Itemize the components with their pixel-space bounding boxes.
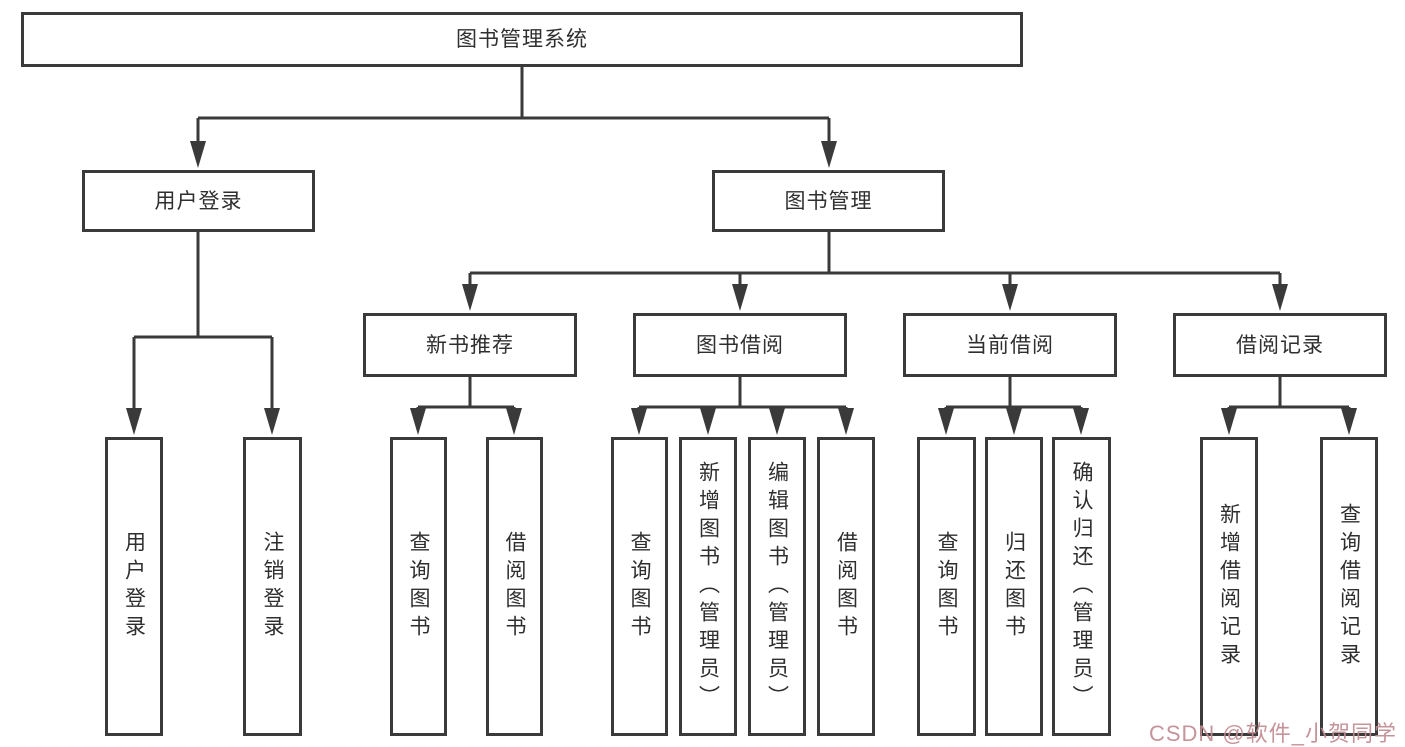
node-book-borrowing: 图书借阅: [633, 313, 847, 377]
leaf-query-books-current: 查询图书: [917, 437, 976, 736]
node-current-borrowing: 当前借阅: [903, 313, 1117, 377]
leaf-borrow-books: 借阅图书: [817, 437, 875, 736]
leaf-logout: 注销登录: [243, 437, 302, 736]
leaf-query-borrow-record: 查询借阅记录: [1320, 437, 1378, 736]
node-user-login: 用户登录: [82, 170, 315, 232]
leaf-query-books-borrowing: 查询图书: [611, 437, 668, 736]
node-root-system: 图书管理系统: [21, 12, 1023, 67]
leaf-return-books: 归还图书: [985, 437, 1043, 736]
node-book-management: 图书管理: [712, 170, 945, 232]
leaf-edit-books-admin: 编辑图书（管理员）: [748, 437, 806, 736]
csdn-watermark: CSDN @软件_小贺同学: [1148, 721, 1397, 746]
leaf-confirm-return-admin: 确认归还（管理员）: [1052, 437, 1111, 736]
node-borrowing-records: 借阅记录: [1173, 313, 1387, 377]
leaf-query-books-recommend: 查询图书: [390, 437, 447, 736]
leaf-add-borrow-record: 新增借阅记录: [1200, 437, 1258, 736]
leaf-borrow-books-recommend: 借阅图书: [486, 437, 543, 736]
node-new-book-recommendation: 新书推荐: [363, 313, 577, 377]
leaf-user-login: 用户登录: [105, 437, 163, 736]
leaf-add-books-admin: 新增图书（管理员）: [679, 437, 737, 736]
